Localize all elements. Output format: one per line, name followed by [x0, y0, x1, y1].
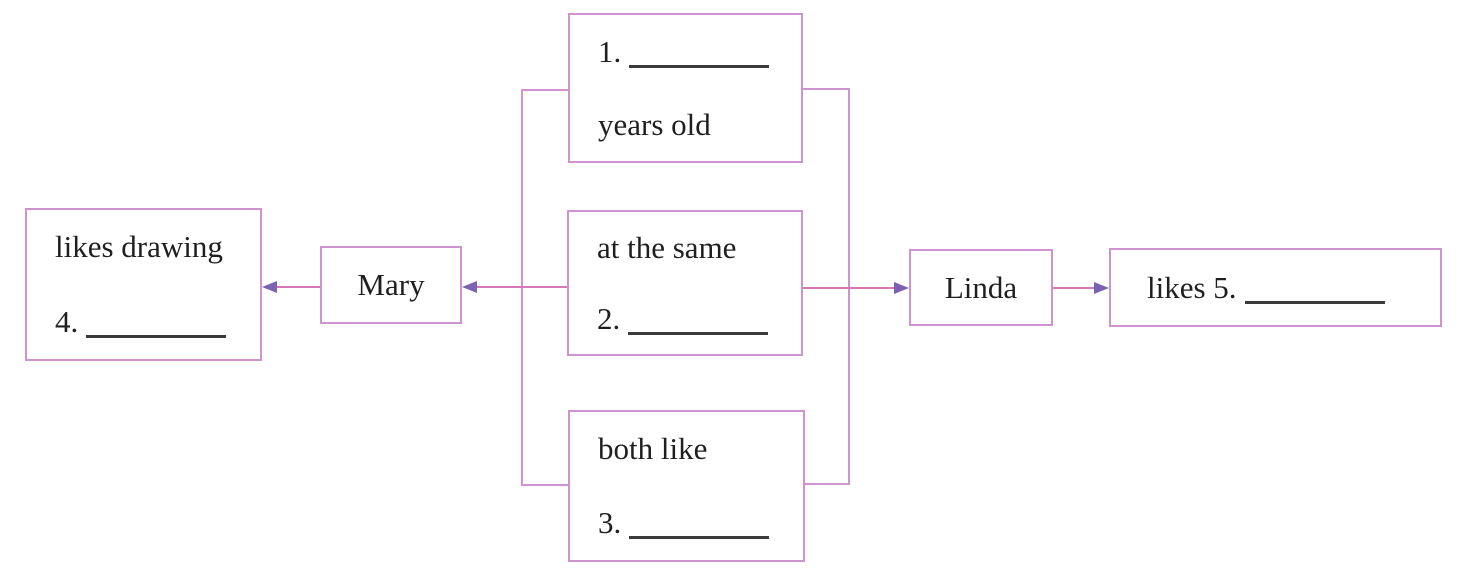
box-both-like: both like 3. — [568, 410, 805, 562]
bracket-bottom-right-stub — [804, 483, 850, 485]
arrow-mary-to-likes-drawing-line — [276, 286, 320, 288]
arrow-left-icon — [462, 281, 477, 293]
bracket-right-vertical — [848, 88, 850, 485]
bracket-top-left-stub — [521, 89, 568, 91]
box-linda: Linda — [909, 249, 1053, 326]
blank-5-label: likes 5. — [1147, 269, 1237, 305]
linda-label: Linda — [944, 269, 1018, 305]
blank-1-number: 1. — [598, 33, 622, 69]
blank-3-row: 3. — [598, 505, 770, 541]
blank-4-line — [86, 333, 227, 338]
box-likes-5: likes 5. — [1109, 248, 1442, 327]
at-the-same-label: at the same — [597, 229, 737, 265]
blank-4-number: 4. — [55, 303, 79, 339]
bracket-bottom-left-stub — [521, 484, 568, 486]
blank-2-row: 2. — [597, 300, 769, 337]
blank-2-number: 2. — [597, 300, 621, 336]
box-years-old: 1. years old — [568, 13, 803, 163]
blank-5-row: likes 5. — [1147, 270, 1385, 306]
years-old-label: years old — [598, 106, 711, 142]
mary-label: Mary — [357, 267, 425, 302]
blank-4-row: 4. — [55, 303, 227, 340]
blank-5-line — [1244, 299, 1385, 304]
both-like-label: both like — [598, 431, 708, 466]
blank-2-line — [628, 330, 769, 335]
box-mary: Mary — [320, 246, 462, 324]
arrow-right-icon — [894, 282, 909, 294]
arrow-left-icon — [262, 281, 277, 293]
arrow-linda-to-likes-5-line — [1053, 287, 1095, 289]
arrow-right-icon — [1094, 282, 1109, 294]
bracket-top-right-stub — [803, 88, 850, 90]
arrow-bracket-to-mary-line — [477, 286, 567, 288]
blank-3-line — [629, 534, 770, 539]
blank-1-row: 1. — [598, 33, 770, 70]
blank-1-line — [629, 63, 770, 68]
box-likes-drawing: likes drawing 4. — [25, 208, 262, 361]
box-at-the-same: at the same 2. — [567, 210, 803, 356]
likes-drawing-label: likes drawing — [55, 229, 223, 265]
arrow-bracket-to-linda-line — [803, 287, 895, 289]
blank-3-number: 3. — [598, 505, 622, 540]
